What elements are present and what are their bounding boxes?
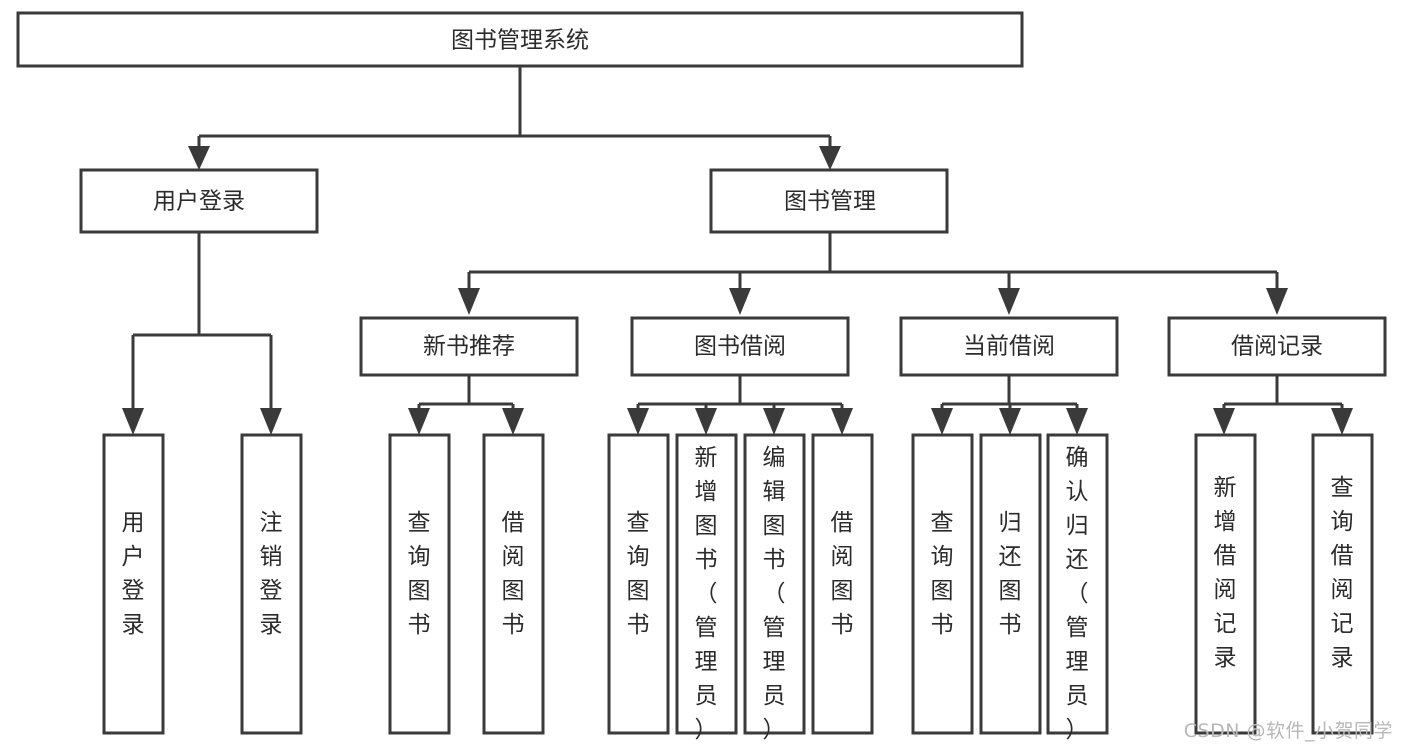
node-borrow[interactable]: 图书借阅	[630, 316, 850, 377]
arrow-head-add-book	[695, 408, 717, 435]
arrow-head-current	[998, 288, 1020, 315]
node-leaf-user-logout-box[interactable]	[240, 433, 303, 735]
node-leaf-add-record-box[interactable]	[1194, 433, 1257, 735]
arrow-head-add-record	[1213, 408, 1235, 435]
node-root[interactable]: 图书管理系统	[16, 11, 1024, 68]
node-leaf-user-logout-label: 注销登录	[260, 510, 283, 638]
arrow-head-query-record	[1331, 408, 1353, 435]
arrow-head-return-book	[999, 408, 1021, 435]
arrow-head-borrow-book-1	[502, 408, 524, 435]
node-records-box[interactable]	[1167, 316, 1387, 377]
arrow-head-query-book-1	[408, 408, 430, 435]
node-bookmgmt[interactable]: 图书管理	[709, 168, 949, 234]
arrow-head-borrow-book-2	[831, 408, 853, 435]
arrow-head-user-login	[122, 408, 144, 435]
node-leaf-query-book-1-box[interactable]	[388, 433, 451, 735]
node-leaf-borrow-book-2-label: 借阅图书	[831, 510, 854, 638]
node-leaf-query-book-1[interactable]: 查询图书	[388, 433, 451, 735]
node-root-label: 图书管理系统	[451, 28, 589, 54]
node-leaf-query-book-2-box[interactable]	[607, 433, 670, 735]
node-leaf-borrow-book-1-box[interactable]	[482, 433, 545, 735]
node-records[interactable]: 借阅记录	[1167, 316, 1387, 377]
connector-group-bookmgmt	[458, 232, 1288, 315]
node-records-label: 借阅记录	[1231, 334, 1323, 360]
node-leaf-borrow-book-1-label: 借阅图书	[502, 510, 525, 638]
node-leaf-query-record-label: 查询借阅记录	[1331, 475, 1354, 671]
node-leaf-user-login-label: 用户登录	[122, 510, 145, 638]
node-leaf-confirm-return[interactable]: 确认归还（管理员）	[1046, 433, 1109, 743]
arrow-head-user-logout	[260, 408, 282, 435]
node-leaf-query-book-3-box[interactable]	[911, 433, 974, 735]
node-leaf-edit-book[interactable]: 编辑图书（管理员）	[743, 433, 806, 743]
node-leaf-confirm-return-box[interactable]	[1046, 433, 1109, 735]
node-leaf-return-book-label: 归还图书	[999, 510, 1022, 638]
node-leaf-query-book-3[interactable]: 查询图书	[911, 433, 974, 735]
arrow-head-query-book-2	[627, 408, 649, 435]
node-borrow-label: 图书借阅	[694, 334, 786, 360]
connector-group-newbook	[408, 375, 524, 435]
node-login[interactable]: 用户登录	[79, 168, 319, 234]
node-leaf-query-book-2[interactable]: 查询图书	[607, 433, 670, 735]
node-current-box[interactable]	[899, 316, 1119, 377]
connector-group-borrow	[627, 375, 853, 435]
arrow-head-edit-book	[763, 408, 785, 435]
node-leaf-add-record[interactable]: 新增借阅记录	[1194, 433, 1257, 735]
node-leaf-query-record-box[interactable]	[1311, 433, 1374, 735]
node-leaf-user-login[interactable]: 用户登录	[102, 433, 165, 735]
node-leaf-edit-book-box[interactable]	[743, 433, 806, 735]
arrow-head-bookmgmt	[819, 146, 841, 170]
node-root-box[interactable]	[16, 11, 1024, 68]
arrow-head-login	[188, 146, 210, 170]
node-login-label: 用户登录	[153, 189, 245, 215]
arrow-head-query-book-3	[931, 408, 953, 435]
connector-group-records	[1213, 375, 1353, 435]
arrow-head-confirm-return	[1066, 408, 1088, 435]
node-bookmgmt-label: 图书管理	[784, 189, 876, 215]
node-newbook-box[interactable]	[359, 316, 579, 377]
node-leaf-query-book-3-label: 查询图书	[931, 510, 954, 638]
node-leaf-add-book-box[interactable]	[675, 433, 738, 735]
node-leaf-user-login-box[interactable]	[102, 433, 165, 735]
node-leaf-edit-book-label: 编辑图书（管理员）	[763, 445, 786, 743]
connector-group-root	[188, 66, 841, 170]
node-login-box[interactable]	[79, 168, 319, 234]
node-leaf-query-book-2-label: 查询图书	[627, 510, 650, 638]
connector-group-current	[931, 375, 1088, 435]
node-borrow-box[interactable]	[630, 316, 850, 377]
node-leaf-query-record[interactable]: 查询借阅记录	[1311, 433, 1374, 735]
node-newbook[interactable]: 新书推荐	[359, 316, 579, 377]
node-newbook-label: 新书推荐	[423, 334, 515, 360]
node-current[interactable]: 当前借阅	[899, 316, 1119, 377]
arrow-head-newbook	[458, 288, 480, 315]
node-leaf-borrow-book-2[interactable]: 借阅图书	[811, 433, 874, 735]
arrow-head-records	[1266, 288, 1288, 315]
node-leaf-confirm-return-label: 确认归还（管理员）	[1066, 445, 1089, 743]
node-current-label: 当前借阅	[963, 334, 1055, 360]
node-leaf-return-book[interactable]: 归还图书	[979, 433, 1042, 735]
node-leaf-add-book-label: 新增图书（管理员）	[695, 445, 718, 743]
node-leaf-borrow-book-1[interactable]: 借阅图书	[482, 433, 545, 735]
connector-group-login	[122, 232, 282, 435]
node-leaf-add-record-label: 新增借阅记录	[1214, 475, 1237, 671]
node-leaf-add-book[interactable]: 新增图书（管理员）	[675, 433, 738, 743]
node-bookmgmt-box[interactable]	[709, 168, 949, 234]
node-leaf-return-book-box[interactable]	[979, 433, 1042, 735]
arrow-head-borrow	[729, 288, 751, 315]
node-leaf-query-book-1-label: 查询图书	[408, 510, 431, 638]
node-leaf-borrow-book-2-box[interactable]	[811, 433, 874, 735]
node-leaf-user-logout[interactable]: 注销登录	[240, 433, 303, 735]
